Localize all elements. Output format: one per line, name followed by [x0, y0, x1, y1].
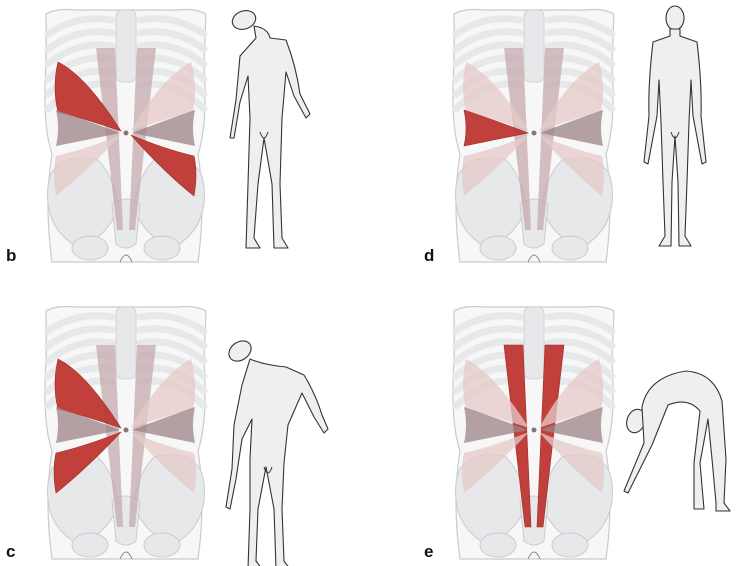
pubis-left — [72, 533, 108, 557]
pubis-left — [480, 236, 516, 260]
panel-label-d: d — [424, 246, 434, 266]
pubis-right — [552, 236, 588, 260]
human-figure-lean — [225, 337, 328, 566]
linea-alba-point — [532, 131, 537, 136]
panel-d: d — [372, 0, 744, 283]
panel-d-svg — [372, 0, 744, 283]
linea-alba-point — [532, 428, 537, 433]
pubis-right — [144, 533, 180, 557]
figure-body — [624, 371, 730, 511]
pubis-left — [72, 236, 108, 260]
sternum — [116, 307, 136, 379]
linea-alba-point — [124, 428, 129, 433]
figure-head — [666, 6, 684, 30]
panel-label-e: e — [424, 542, 433, 562]
human-figure-twist — [230, 7, 310, 248]
human-figure-bend — [623, 371, 730, 511]
pubis-left — [480, 533, 516, 557]
panel-b: b — [0, 0, 372, 283]
panel-label-b: b — [6, 246, 16, 266]
torso-illustration — [45, 307, 206, 560]
sternum — [116, 10, 136, 82]
panel-c-svg — [0, 283, 372, 566]
panel-e-svg — [372, 283, 744, 566]
figure-body — [230, 26, 310, 248]
panel-b-svg — [0, 0, 372, 283]
pubis-right — [552, 533, 588, 557]
torso-illustration — [453, 307, 614, 560]
panel-label-c: c — [6, 542, 15, 562]
sternum — [524, 307, 544, 379]
torso-illustration — [45, 10, 206, 263]
linea-alba-point — [124, 131, 129, 136]
torso-illustration — [453, 10, 614, 263]
figure-body — [226, 359, 328, 566]
human-figure-standing — [644, 6, 706, 246]
sternum — [524, 10, 544, 82]
panel-e: e — [372, 283, 744, 566]
panel-c: c — [0, 283, 372, 566]
pubis-right — [144, 236, 180, 260]
